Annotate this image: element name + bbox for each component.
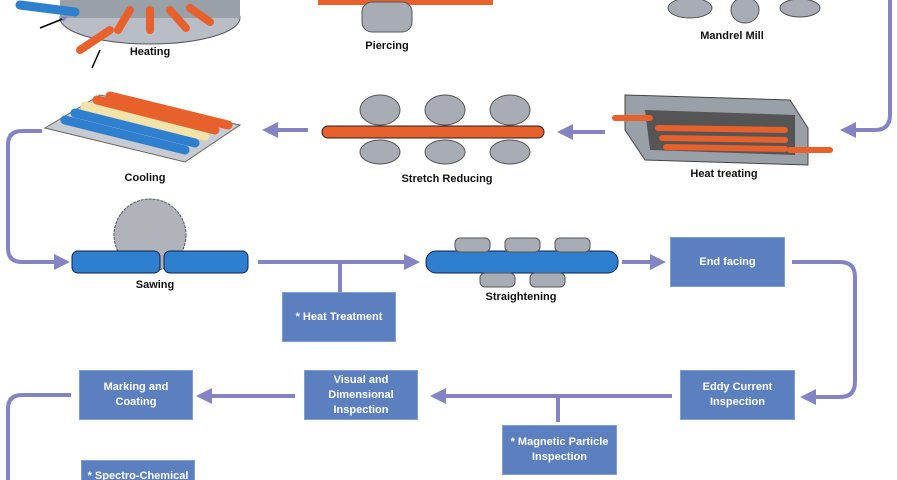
connector-marking-down (6, 393, 71, 480)
mandrel-mill-illustration (667, 0, 821, 24)
box-eddy-current-inspection: Eddy Current Inspection (680, 370, 795, 420)
straightening-illustration (425, 237, 619, 288)
label-cooling: Cooling (124, 172, 166, 184)
box-spectro-chemical: * Spectro-Chemical (81, 460, 195, 480)
sawing-illustration (71, 198, 249, 274)
label-piercing: Piercing (365, 40, 409, 52)
stretch-reducing-illustration (321, 94, 545, 165)
label-mandrel-mill: Mandrel Mill (700, 30, 764, 42)
connector-end-to-eddy (792, 260, 857, 405)
box-magnetic-particle-inspection: * Magnetic Particle Inspection (502, 425, 617, 475)
box-heat-treatment: * Heat Treatment (282, 292, 396, 342)
box-end-facing: End facing (670, 237, 785, 287)
label-heat-treating: Heat treating (690, 168, 758, 180)
label-straightening: Straightening (485, 291, 557, 303)
connector-mandrel-to-heat (840, 0, 892, 138)
box-marking-coating: Marking and Coating (79, 370, 193, 420)
box-visual-dimensional-inspection: Visual and Dimensional Inspection (304, 370, 418, 420)
cooling-illustration (43, 91, 242, 163)
piercing-illustration (318, 0, 493, 33)
heat-treating-illustration (612, 94, 833, 166)
label-sawing: Sawing (135, 279, 175, 291)
label-heating: Heating (129, 46, 171, 58)
label-stretch-reducing: Stretch Reducing (401, 173, 493, 185)
connector-cooling-to-sawing (6, 129, 70, 270)
heating-illustration (15, 0, 241, 69)
